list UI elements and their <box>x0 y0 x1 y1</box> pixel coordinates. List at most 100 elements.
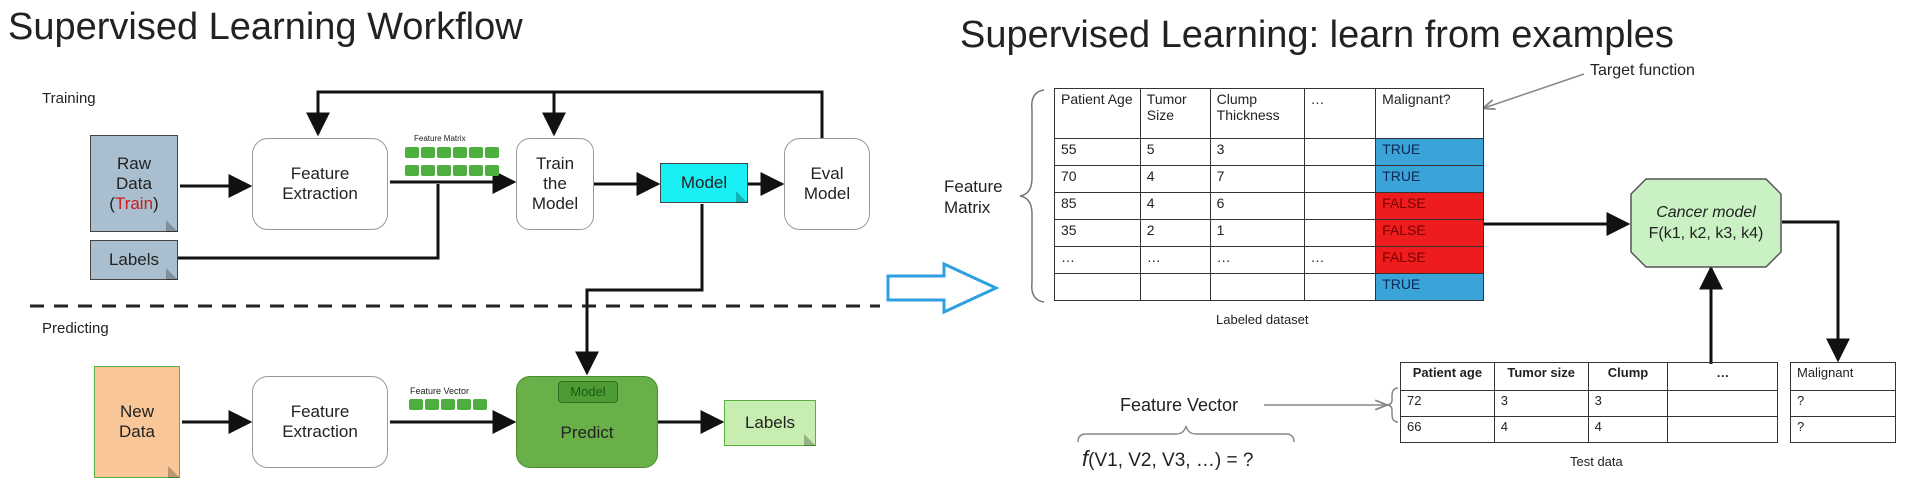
cell: 7 <box>1209 165 1305 193</box>
cancer-model-line2: F(k1, k2, k3, k4) <box>1648 225 1764 242</box>
test-header-cell: Tumor size <box>1493 362 1589 391</box>
malignant-header-row: Malignant <box>1790 362 1896 391</box>
target-function-label: Target function <box>1590 62 1695 79</box>
header-cell: Patient Age <box>1054 88 1141 139</box>
labeled-dataset-caption: Labeled dataset <box>1216 312 1309 327</box>
test-header-cell: Clump <box>1587 362 1669 391</box>
cell: 4 <box>1139 192 1211 220</box>
test-header-cell: … <box>1667 362 1778 391</box>
malignant-cell: TRUE <box>1375 165 1484 193</box>
workflow-title: Supervised Learning Workflow <box>8 6 523 48</box>
labels-box: Labels <box>90 240 178 280</box>
test-header-row: Patient age Tumor size Clump … <box>1400 362 1778 391</box>
cell: 6 <box>1209 192 1305 220</box>
new-data-line1: New <box>119 402 154 421</box>
test-cell: 4 <box>1493 416 1589 443</box>
feature-matrix-text: Feature Matrix <box>944 176 1003 218</box>
raw-data-line2: Data <box>116 173 152 193</box>
cell <box>1303 219 1377 247</box>
new-data-box: New Data <box>94 366 180 478</box>
cell: 85 <box>1054 192 1141 220</box>
cancer-model-shape <box>1630 178 1782 268</box>
f-formula: f(V1, V2, V3, …) = ? <box>1082 446 1253 472</box>
test-data-table: Patient age Tumor size Clump … 72 3 3 66… <box>1400 362 1778 443</box>
table-row: TRUE <box>1054 273 1484 301</box>
test-row: 66 4 4 <box>1400 416 1778 443</box>
cell: 35 <box>1054 219 1141 247</box>
arrow-model-to-malignant <box>1782 220 1850 363</box>
malignant-row: ? <box>1790 416 1896 443</box>
cell <box>1303 273 1377 301</box>
feedback-loop <box>306 90 824 138</box>
cell <box>1209 273 1305 301</box>
f-symbol: f <box>1082 446 1089 471</box>
cell: 5 <box>1139 138 1211 166</box>
cell: 55 <box>1054 138 1141 166</box>
feature-matrix-line2: Matrix <box>944 198 991 217</box>
labels-output-box: Labels <box>724 400 816 446</box>
hollow-transition-arrow <box>886 261 1000 315</box>
table-header-row: Patient Age Tumor Size Clump Thickness …… <box>1054 88 1484 139</box>
feature-extraction-predict-box: Feature Extraction <box>252 376 388 468</box>
eval-model-line1: Eval <box>810 164 844 183</box>
feature-extraction-line1: Feature <box>290 164 350 183</box>
malignant-table: Malignant ? ? <box>1790 362 1896 443</box>
cancer-model-text: Cancer model F(k1, k2, k3, k4) <box>1630 178 1782 268</box>
table-row: 70 4 7 TRUE <box>1054 165 1484 193</box>
train-model-line2: the <box>543 174 567 193</box>
malignant-cell: TRUE <box>1375 138 1484 166</box>
raw-data-line3: (Train) <box>109 193 159 213</box>
table-row: 85 4 6 FALSE <box>1054 192 1484 220</box>
cell: … <box>1303 246 1377 274</box>
cell: 1 <box>1209 219 1305 247</box>
feature-matrix-grid <box>404 146 508 182</box>
malignant-cell: FALSE <box>1375 192 1484 220</box>
test-table-brace <box>1385 387 1399 423</box>
feature-matrix-line1: Feature <box>944 177 1003 196</box>
feature-extraction-line2: Extraction <box>282 184 358 203</box>
test-cell: 66 <box>1400 416 1495 443</box>
malignant-header-cell: Malignant <box>1790 362 1896 391</box>
feature-extraction-box: Feature Extraction <box>252 138 388 230</box>
cell <box>1139 273 1211 301</box>
train-model-line1: Train <box>535 154 575 173</box>
learn-title: Supervised Learning: learn from examples <box>960 14 1674 56</box>
test-cell: 72 <box>1400 390 1495 417</box>
test-cell: 3 <box>1493 390 1589 417</box>
cell <box>1303 192 1377 220</box>
test-cell: 3 <box>1587 390 1669 417</box>
training-label: Training <box>42 90 96 107</box>
predict-label: Predict <box>560 423 614 442</box>
raw-data-line1: Raw <box>116 153 151 173</box>
train-word: Train <box>114 193 154 213</box>
test-row: 72 3 3 <box>1400 390 1778 417</box>
feature-vector-label: Feature Vector <box>410 386 470 396</box>
feature-extraction2-line2: Extraction <box>282 422 358 441</box>
feature-vector-text: Feature Vector <box>1120 395 1239 415</box>
table-row: 55 5 3 TRUE <box>1054 138 1484 166</box>
eval-model-box: Eval Model <box>784 138 870 230</box>
table-row: 35 2 1 FALSE <box>1054 219 1484 247</box>
new-data-line2: Data <box>119 422 155 441</box>
header-cell: Malignant? <box>1375 88 1484 139</box>
cell: 3 <box>1209 138 1305 166</box>
eval-model-line2: Model <box>803 184 851 203</box>
header-cell: … <box>1303 88 1377 139</box>
malignant-cell: TRUE <box>1375 273 1484 301</box>
header-cell: Tumor Size <box>1139 88 1211 139</box>
cell: … <box>1054 246 1141 274</box>
cell <box>1303 138 1377 166</box>
predicting-label: Predicting <box>42 320 109 337</box>
malignant-cell: FALSE <box>1375 246 1484 274</box>
table-row: … … … … FALSE <box>1054 246 1484 274</box>
cell <box>1303 165 1377 193</box>
target-function-pointer <box>1484 73 1585 108</box>
malignant-row: ? <box>1790 390 1896 417</box>
test-data-caption: Test data <box>1570 454 1623 469</box>
train-model-line3: Model <box>531 194 579 213</box>
feature-vector-grid <box>408 398 512 416</box>
malignant-cell: FALSE <box>1375 219 1484 247</box>
model-to-predict <box>575 204 704 376</box>
test-cell <box>1667 416 1778 443</box>
cancer-model-line1: Cancer model <box>1656 204 1756 221</box>
